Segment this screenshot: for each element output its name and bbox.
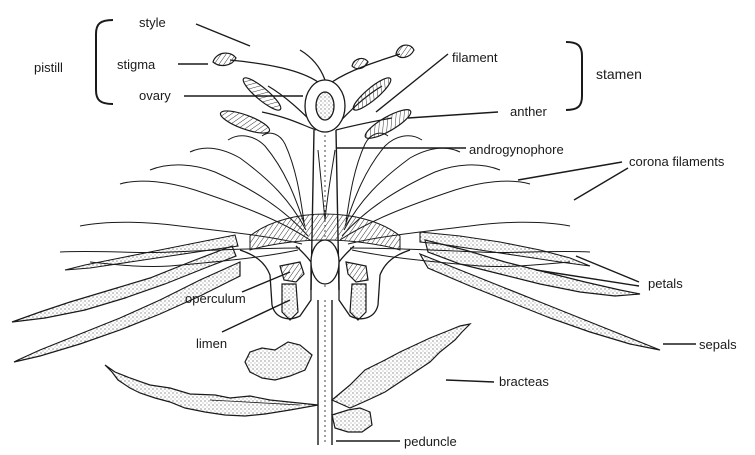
leader-style: [196, 24, 250, 46]
leader-corona-1: [518, 162, 622, 180]
label-operculum: operculum: [185, 291, 246, 306]
label-ovary: ovary: [139, 88, 171, 103]
label-pistill: pistill: [34, 60, 63, 75]
label-limen: limen: [196, 336, 227, 351]
peduncle-stem: [318, 300, 332, 445]
ovary: [305, 80, 345, 132]
label-stamen: stamen: [596, 66, 642, 82]
leader-corona-2: [574, 168, 628, 200]
stamen-bracket: [566, 42, 582, 110]
styles: [230, 50, 400, 82]
label-filament: filament: [452, 50, 498, 65]
stigmas: [213, 45, 414, 69]
bract-left: [105, 342, 318, 416]
label-bracteas: bracteas: [499, 374, 549, 389]
pistill-bracket: [96, 20, 113, 104]
label-sepals: sepals: [699, 337, 737, 352]
androgynophore-base: [311, 240, 339, 284]
label-peduncle: peduncle: [404, 434, 457, 449]
label-style: style: [139, 15, 166, 30]
leader-anther: [408, 112, 498, 118]
label-stigma: stigma: [117, 57, 156, 72]
label-androgynophore: androgynophore: [469, 142, 564, 157]
label-anther: anther: [510, 104, 548, 119]
leader-bracteas: [446, 380, 494, 382]
label-petals: petals: [648, 276, 683, 291]
limen: [282, 284, 366, 320]
bract-right: [332, 324, 470, 432]
label-corona-filaments: corona filaments: [629, 154, 725, 169]
